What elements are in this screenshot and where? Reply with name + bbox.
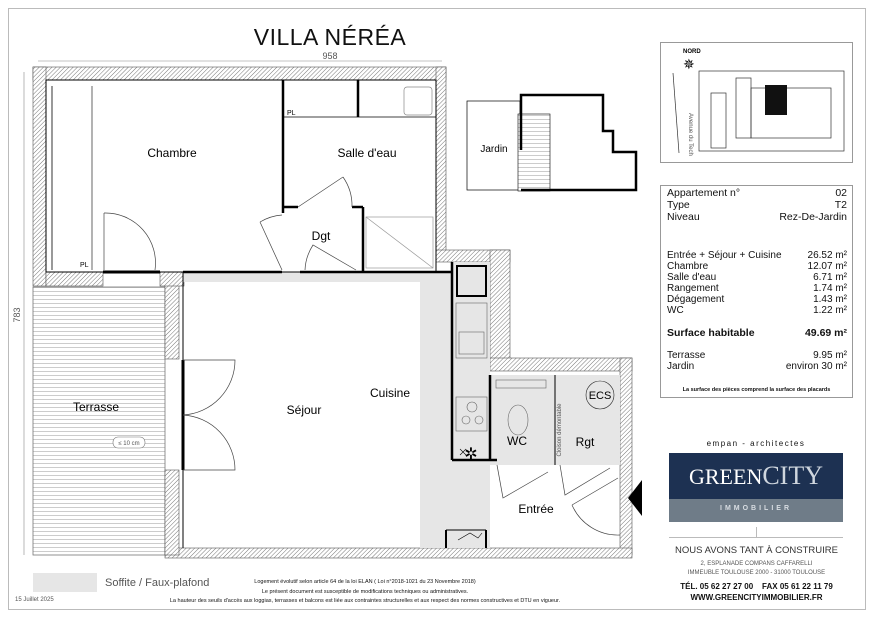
room-rgt: Rgt [576, 435, 595, 449]
location-map: NORD ✵ Avenue du Tech [660, 42, 853, 163]
floor-plan: 958 783 [12, 51, 642, 559]
note-line-3: La hauteur des seuils d'accès aux loggia… [169, 598, 561, 604]
document-date: 15 Juillet 2025 [15, 597, 54, 603]
surface-value: 12.07 m² [807, 261, 847, 272]
surface-value: 6.71 m² [813, 272, 847, 283]
street-label: Avenue du Tech [687, 113, 693, 156]
doors [103, 86, 621, 536]
entrance-arrow-icon [628, 480, 642, 516]
room-sejour: Séjour [287, 403, 322, 417]
exterior-value: environ 30 m² [785, 361, 847, 372]
note-line-1: Logement évolutif selon article 64 de la… [254, 579, 476, 585]
apartment-info: Appartement n° 02 Type T2 Niveau Rez-De-Jar… [660, 185, 853, 398]
room-cuisine: Cuisine [370, 386, 410, 400]
room-jardin: Jardin [480, 144, 507, 155]
surface-value: 1.74 m² [813, 283, 847, 294]
site-plan [466, 93, 638, 192]
info-label: Type [667, 199, 690, 211]
architect-name: empan - architectes [706, 439, 806, 448]
page-frame [8, 8, 866, 610]
compass-icon: ✵ [683, 56, 695, 72]
address-line-2: IMMEUBLE TOULOUSE 2000 - 31000 TOULOUSE [687, 570, 826, 576]
width-dimension: 958 [322, 51, 337, 61]
surface-label: Chambre [667, 261, 709, 272]
kitchen-fixtures [455, 265, 615, 541]
gray-areas [183, 262, 620, 548]
surface-value: 1.22 m² [813, 305, 847, 316]
note-line-2: Le présent document est susceptible de m… [261, 589, 469, 595]
exterior-value: 9.95 m² [813, 350, 847, 361]
room-entree: Entrée [518, 502, 554, 516]
threshold-badge [112, 436, 146, 449]
surface-label: Dégagement [667, 294, 725, 305]
surface-label: Salle d'eau [667, 272, 717, 283]
exterior-label: Jardin [667, 361, 695, 372]
info-label: Appartement n° [667, 187, 741, 199]
surface-value: 26.52 m² [807, 250, 847, 261]
ecs-label: ECS [589, 390, 612, 402]
info-value: Rez-De-Jardin [779, 211, 847, 223]
total-value: 49.69 m² [804, 327, 847, 339]
slogan: NOUS AVONS TANT À CONSTRUIRE [675, 545, 838, 556]
exterior-walls [32, 66, 633, 559]
room-dgt: Dgt [312, 229, 331, 243]
logo-sub: IMMOBILIER [669, 499, 843, 522]
terrace-deck [32, 286, 166, 556]
exterior-label: Terrasse [667, 350, 706, 361]
surface-value: 1.43 m² [813, 294, 847, 305]
divider-tick [756, 527, 757, 537]
dimension-lines [23, 60, 442, 555]
address-line-1: 2, ESPLANADE COMPANS CAFFARELLI [700, 561, 813, 567]
surface-label: Entrée + Séjour + Cuisine [667, 250, 782, 261]
label-pl-2: PL [80, 262, 89, 269]
room-salle-eau: Salle d'eau [337, 146, 396, 160]
room-wc: WC [507, 434, 527, 448]
map-drawing: NORD ✵ Avenue du Tech [672, 49, 845, 156]
divider [669, 537, 843, 538]
page-title: VILLA NÉRÉA [253, 24, 407, 50]
cloison-label: Cloison démontable [557, 403, 563, 457]
label-pl-1: PL [287, 110, 296, 117]
info-value: 02 [835, 187, 847, 199]
total-label: Surface habitable [667, 327, 755, 339]
room-terrasse: Terrasse [73, 400, 119, 414]
room-chambre: Chambre [147, 146, 197, 160]
logo-city: CITY [762, 461, 823, 490]
logo-green: GREEN [689, 464, 763, 489]
soffite-swatch [33, 573, 97, 592]
website: WWW.GREENCITYIMMOBILIER.FR [690, 593, 823, 602]
threshold-note: ≤ 10 cm [118, 441, 139, 447]
kitchen-hood-icon: ✲ [464, 446, 477, 463]
interior-walls [45, 79, 556, 548]
surface-label: WC [667, 305, 684, 316]
info-value: T2 [834, 199, 847, 211]
surface-note: La surface des pièces comprend la surfac… [682, 387, 831, 393]
greencity-logo: GREENCITY IMMOBILIER [669, 453, 843, 522]
north-label: NORD [683, 49, 701, 55]
phone-fax: TÉL. 05 62 27 27 00 FAX 05 61 22 11 79 [680, 582, 833, 591]
surface-label: Rangement [667, 283, 719, 294]
height-dimension: 783 [12, 307, 22, 322]
soffite-legend: Soffite / Faux-plafond [105, 577, 210, 589]
info-label: Niveau [667, 211, 700, 223]
